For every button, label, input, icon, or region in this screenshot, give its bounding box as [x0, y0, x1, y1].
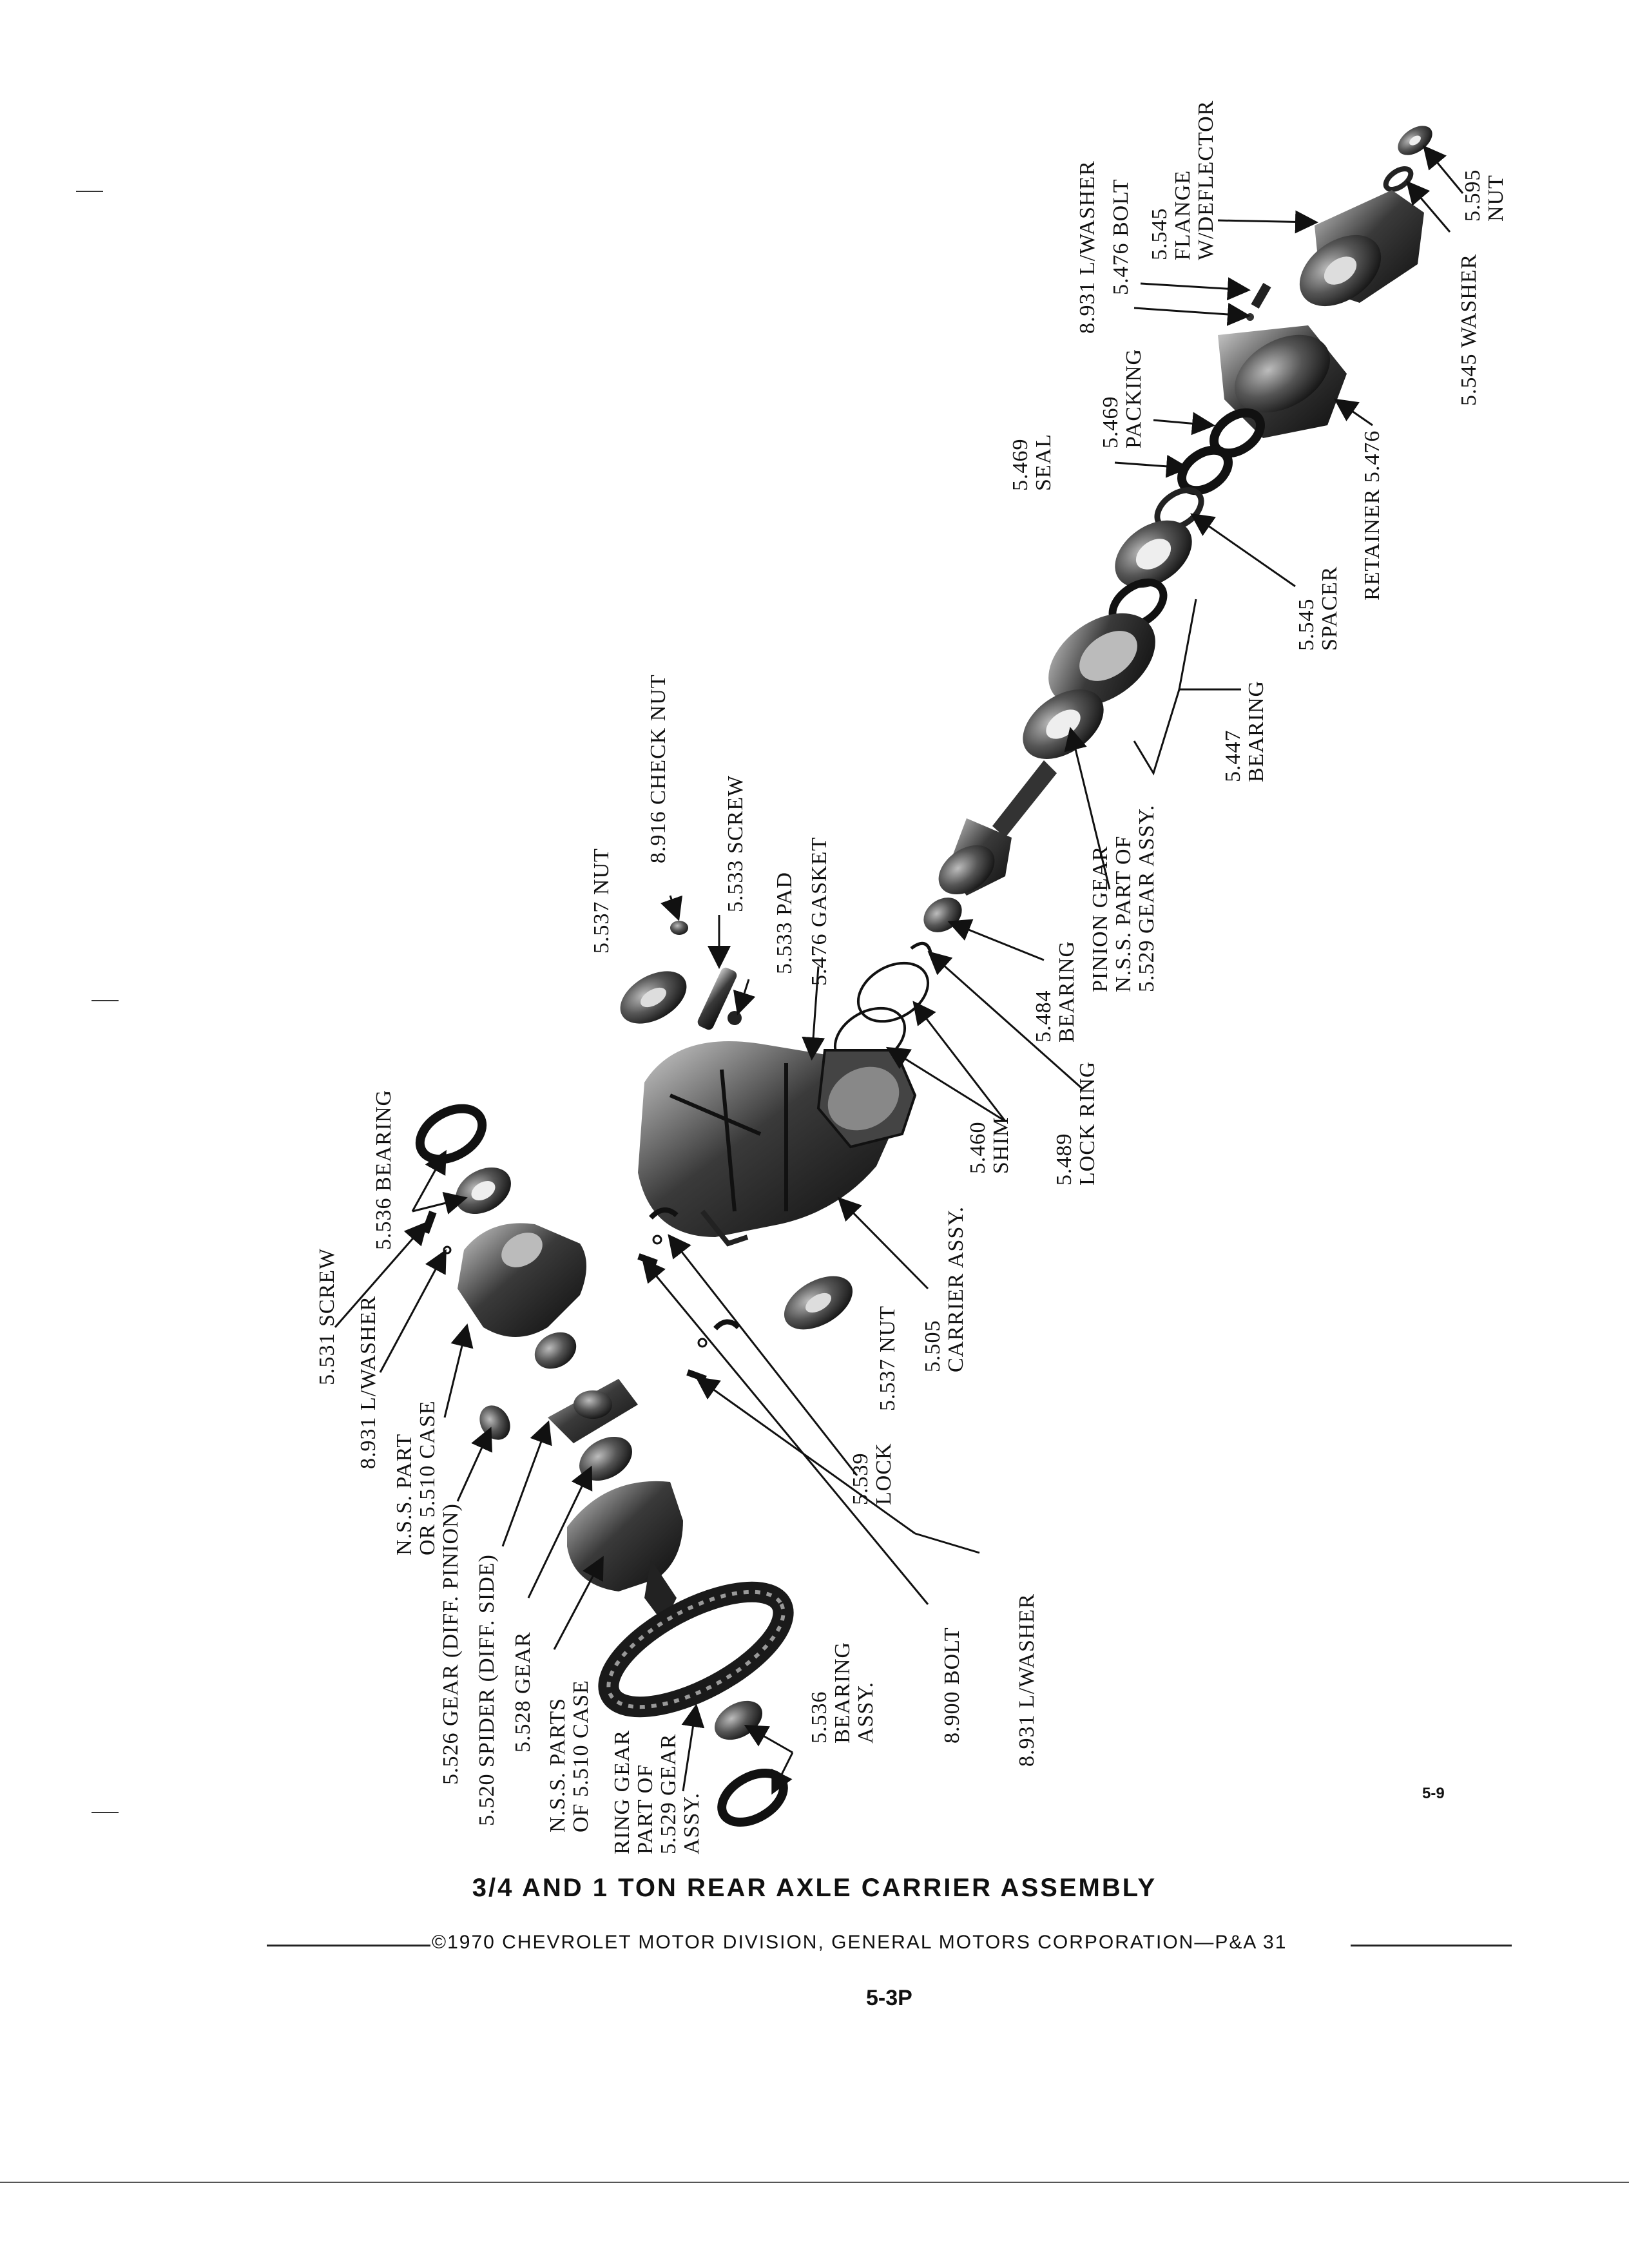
bottom-bearing-cone-part [715, 1700, 762, 1740]
pinion-washer-part [1383, 166, 1414, 192]
differential-case-part [458, 1223, 586, 1337]
label-lwasher-8931-top: 8.931 L/WASHER [1075, 160, 1099, 334]
figure-number: 5-9 [1422, 1785, 1445, 1802]
adjusting-nut-bottom-part [784, 1276, 853, 1330]
seal-ring-part [1177, 445, 1233, 495]
rule-right [1351, 1945, 1512, 1946]
copyright-line: ©1970 CHEVROLET MOTOR DIVISION, GENERAL … [432, 1932, 1287, 1953]
side-gear-top-part [534, 1332, 577, 1369]
retainer-part [1218, 325, 1347, 438]
side-bearing-cup-part [415, 1104, 487, 1164]
label-bearing-5536-top: 5.536 BEARING [372, 1089, 396, 1250]
bottom-bearing-cup-part [717, 1769, 788, 1827]
lock-ring-part [910, 941, 932, 953]
side-gear-bottom-part [579, 1436, 632, 1481]
outer-bearing-part [1115, 520, 1192, 588]
margin-mark [92, 1812, 119, 1813]
pilot-bearing-part [923, 898, 962, 932]
bottom-edge-rule [0, 2182, 1629, 2183]
label-bolt-8900: 8.900 BOLT [940, 1627, 964, 1744]
sheet-number: 5-3P [866, 1986, 912, 2010]
label-lwasher-8931-bottom: 8.931 L/WASHER [1015, 1593, 1039, 1767]
leader-lines [334, 145, 1464, 1795]
label-bolt-5476: 5.476 BOLT [1109, 178, 1133, 295]
spider-part [548, 1379, 638, 1443]
label-lwasher-8931-left: 8.931 L/WASHER [356, 1296, 380, 1469]
label-check-nut-8916: 8.916 CHECK NUT [646, 674, 670, 863]
label-screw-5533: 5.533 SCREW [724, 774, 747, 912]
carrier-housing-part [638, 1041, 917, 1247]
adjusting-screw-part [697, 967, 742, 1030]
margin-mark [92, 1000, 119, 1001]
bearing-cup-part [1048, 613, 1155, 707]
flange-part [1299, 190, 1424, 307]
adjusting-nut-top-part [620, 971, 687, 1024]
label-gear-5526: 5.526 GEAR (DIFF. PINION) [439, 1503, 463, 1785]
rule-left [267, 1945, 430, 1946]
ring-gear-part [598, 1581, 794, 1718]
label-spider-5520: 5.520 SPIDER (DIFF. SIDE) [475, 1554, 499, 1826]
side-bearing-cone-part [456, 1167, 511, 1215]
cap-lock-part-lower [686, 1319, 740, 1382]
label-gasket-5476: 5.476 GASKET [807, 836, 831, 986]
case-half-part [567, 1481, 683, 1624]
label-gear-5528: 5.528 GEAR [511, 1631, 535, 1753]
check-nut-part [670, 921, 688, 935]
label-washer-5545: 5.545 WASHER [1457, 253, 1481, 406]
diff-pinion-gear-part [479, 1405, 510, 1440]
label-pad-5533: 5.533 PAD [773, 872, 796, 974]
margin-mark [76, 191, 103, 192]
label-nut-5537-bottom: 5.537 NUT [876, 1305, 900, 1411]
label-retainer-5476: RETAINER 5.476 [1360, 430, 1384, 601]
label-nut-5537-top: 5.537 NUT [590, 848, 613, 954]
label-screw-5531: 5.531 SCREW [315, 1247, 339, 1385]
pinion-gear-part [938, 760, 1057, 896]
page-title: 3/4 AND 1 TON REAR AXLE CARRIER ASSEMBLY [472, 1874, 1157, 1902]
case-screw-part [421, 1210, 452, 1254]
flange-bolt-part [1246, 283, 1271, 321]
